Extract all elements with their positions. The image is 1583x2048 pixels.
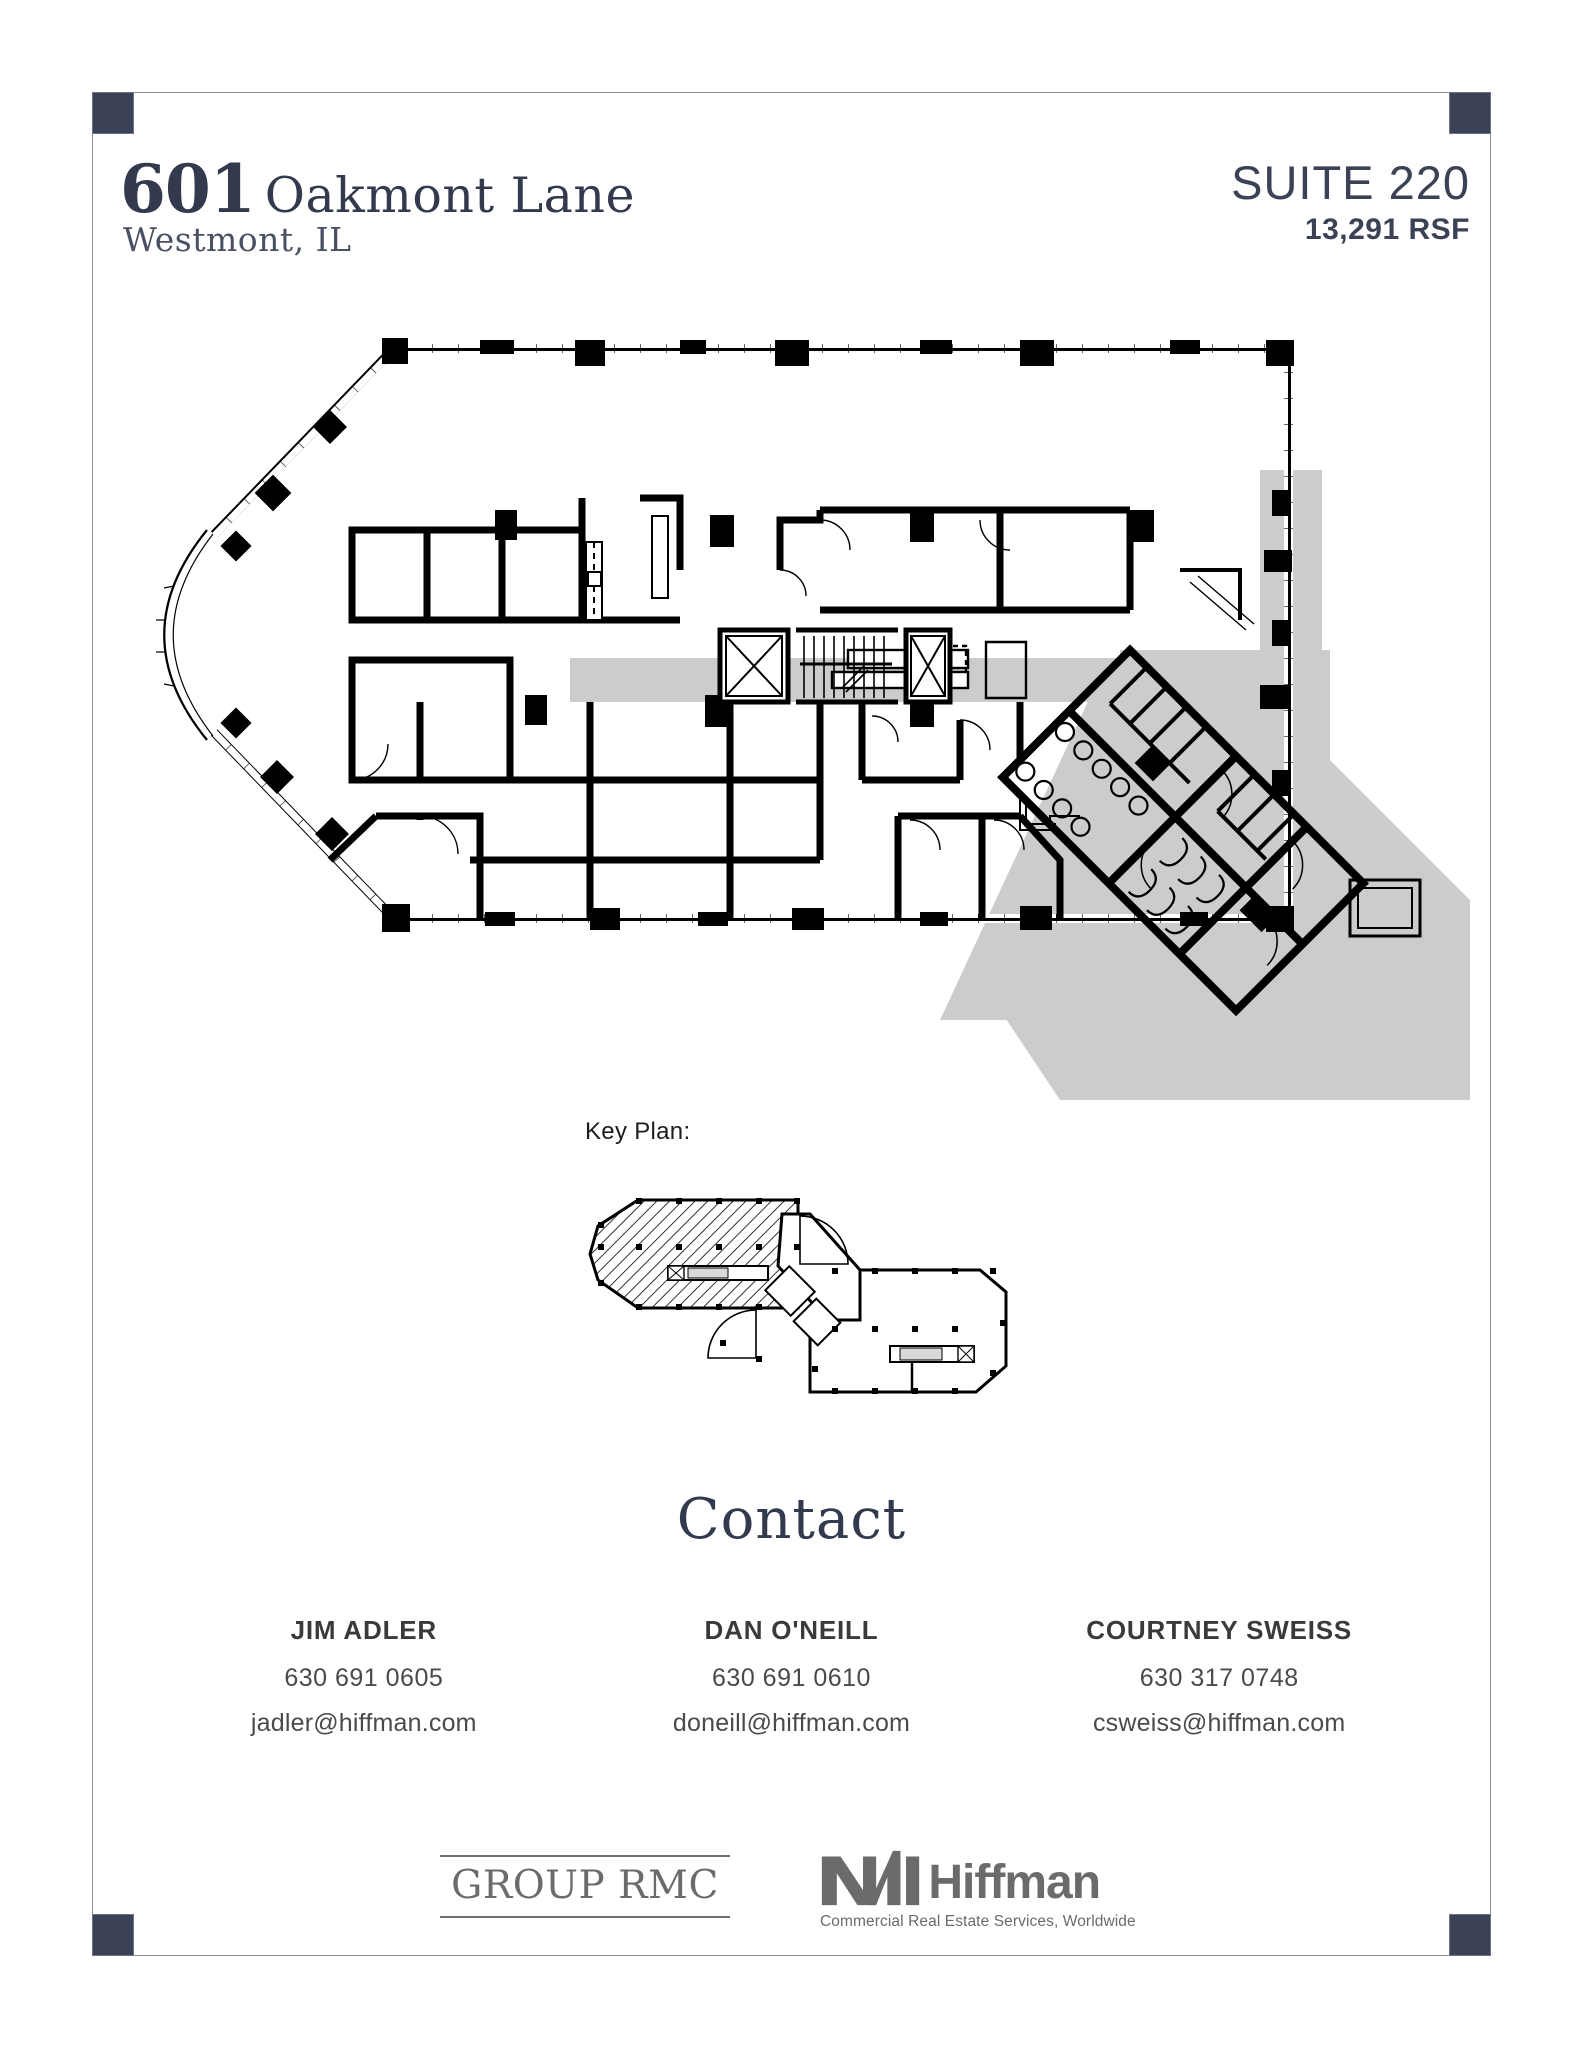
key-plan-drawing (588, 1198, 1008, 1394)
corner-mark-bottom-right (1449, 1914, 1491, 1956)
contact-email[interactable]: jadler@hiffman.com (250, 1709, 477, 1737)
corner-mark-top-left (92, 92, 134, 134)
contact-phone[interactable]: 630 317 0748 (1139, 1664, 1299, 1692)
floor-plan-drawing (156, 338, 1470, 1100)
plan-geometry (156, 338, 1470, 1100)
contact-name: JIM ADLER (290, 1615, 437, 1645)
interior-partitions (327, 494, 1134, 920)
suite-rsf: 13,291 RSF (1304, 213, 1470, 247)
suite-block: SUITE 220 13,291 RSF (1231, 158, 1470, 247)
contact-card: COURTNEY SWEISS 630 317 0748 csweiss@hif… (1005, 1615, 1433, 1738)
nai-hiffman-logo: Hiffman Commercial Real Estate Services,… (820, 1845, 1150, 1931)
key-plan-bows (707, 1215, 849, 1359)
contact-name: DAN O'NEILL (704, 1615, 879, 1645)
common-area-fill (570, 470, 1470, 1100)
contact-card: DAN O'NEILL 630 691 0610 doneill@hiffman… (578, 1615, 1006, 1738)
contact-list: JIM ADLER 630 691 0605 jadler@hiffman.co… (150, 1615, 1433, 1738)
contact-email[interactable]: doneill@hiffman.com (672, 1709, 911, 1737)
contact-email[interactable]: csweiss@hiffman.com (1092, 1709, 1346, 1737)
group-rmc-logo: GROUP RMC (440, 1855, 730, 1918)
page-frame (92, 92, 1491, 1956)
contact-heading: Contact (676, 1487, 907, 1552)
logo-row: GROUP RMC Hiffman Commercial Real Estate… (0, 1845, 1583, 1955)
rmc-rule-top (440, 1855, 730, 1857)
contact-card: JIM ADLER 630 691 0605 jadler@hiffman.co… (150, 1615, 578, 1738)
exterior-wall (156, 344, 1293, 924)
city-state: Westmont, IL (123, 220, 352, 259)
vestibule (1180, 568, 1422, 938)
floor-plan (120, 320, 1470, 1120)
key-plan-columns (598, 1198, 1006, 1394)
key-plan-label: Key Plan: (585, 1118, 691, 1145)
nai-mark-icon (821, 1850, 920, 1906)
key-plan-cores (667, 1264, 975, 1363)
suite-number: SUITE 220 (1231, 156, 1470, 209)
restroom-wing (997, 644, 1370, 1017)
key-plan (560, 1170, 1030, 1430)
corner-mark-bottom-left (92, 1914, 134, 1956)
street-number: 601 (120, 150, 256, 228)
reception-counter (1019, 790, 1080, 831)
street-name: Oakmont Lane (264, 167, 635, 224)
rmc-rule-bottom (440, 1916, 730, 1918)
contact-phone[interactable]: 630 691 0605 (284, 1664, 444, 1692)
contact-name: COURTNEY SWEISS (1086, 1615, 1353, 1645)
contact-phone[interactable]: 630 691 0610 (712, 1664, 871, 1692)
nai-hiffman-wordmark: Hiffman (928, 1856, 1101, 1909)
structural-columns (220, 338, 1294, 932)
group-rmc-wordmark: GROUP RMC (451, 1863, 719, 1908)
core (717, 627, 953, 705)
nai-tagline: Commercial Real Estate Services, Worldwi… (820, 1913, 1136, 1930)
key-plan-spine (776, 1212, 862, 1322)
corner-mark-top-right (1449, 92, 1491, 134)
